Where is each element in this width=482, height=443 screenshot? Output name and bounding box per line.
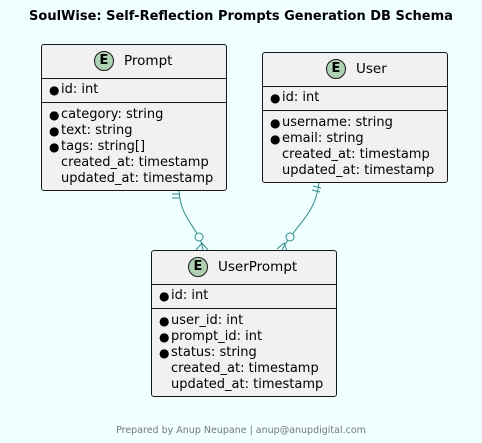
- field-text: created_at: timestamp: [61, 155, 209, 170]
- field: ● tags: string[]: [42, 139, 226, 155]
- entity-userprompt[interactable]: E UserPrompt ● id: int ● user_id: int ● …: [151, 250, 337, 397]
- field-text: created_at: timestamp: [171, 361, 319, 376]
- field-text: email: string: [282, 131, 364, 146]
- entity-badge-icon: E: [326, 59, 346, 79]
- bullet-icon: ●: [270, 132, 281, 146]
- field: ● prompt_id: int: [152, 329, 336, 345]
- bullet-icon: ●: [49, 83, 60, 97]
- bullet-icon: ●: [270, 91, 281, 105]
- bullet-icon: ●: [49, 140, 60, 154]
- field-text: text: string: [61, 123, 133, 138]
- entity-prompt[interactable]: E Prompt ● id: int ● category: string ● …: [41, 44, 227, 191]
- field: updated_at: timestamp: [152, 377, 336, 393]
- entity-badge-icon: E: [188, 257, 208, 277]
- bullet-icon: ●: [159, 346, 170, 360]
- entity-name: UserPrompt: [218, 259, 298, 275]
- field: ● username: string: [263, 115, 447, 131]
- field-text: id: int: [61, 82, 99, 97]
- key-field: ● id: int: [42, 82, 226, 98]
- field-text: id: int: [282, 90, 320, 105]
- field-text: id: int: [171, 288, 209, 303]
- entity-badge-icon: E: [94, 51, 114, 71]
- divider: [152, 308, 336, 309]
- entity-user[interactable]: E User ● id: int ● username: string ● em…: [262, 52, 448, 183]
- bullet-icon: ●: [159, 289, 170, 303]
- footer-credit: Prepared by Anup Neupane | anup@anupdigi…: [116, 425, 366, 436]
- field-text: updated_at: timestamp: [282, 163, 435, 178]
- bullet-icon: ●: [270, 116, 281, 130]
- field: updated_at: timestamp: [263, 163, 447, 179]
- field-text: created_at: timestamp: [282, 147, 430, 162]
- bullet-icon: ●: [159, 314, 170, 328]
- field-text: prompt_id: int: [171, 329, 263, 344]
- relationship-user-userprompt: [276, 181, 322, 252]
- field: ● user_id: int: [152, 313, 336, 329]
- field-text: status: string: [171, 345, 257, 360]
- bullet-icon: ●: [49, 108, 60, 122]
- diagram-title: SoulWise: Self-Reflection Prompts Genera…: [29, 9, 453, 24]
- entity-name: User: [356, 61, 387, 77]
- field-text: updated_at: timestamp: [61, 171, 214, 186]
- field: created_at: timestamp: [42, 155, 226, 171]
- relationship-prompt-userprompt: [172, 189, 209, 251]
- field: ● text: string: [42, 123, 226, 139]
- entity-header: E UserPrompt: [152, 251, 336, 285]
- divider: [263, 110, 447, 111]
- field-text: category: string: [61, 107, 164, 122]
- field: ● email: string: [263, 131, 447, 147]
- bullet-icon: ●: [49, 124, 60, 138]
- field: updated_at: timestamp: [42, 171, 226, 187]
- entity-header: E Prompt: [42, 45, 226, 79]
- entity-name: Prompt: [124, 53, 173, 69]
- field: ● status: string: [152, 345, 336, 361]
- key-field: ● id: int: [152, 288, 336, 304]
- field-text: username: string: [282, 115, 393, 130]
- bullet-icon: ●: [159, 330, 170, 344]
- field-text: updated_at: timestamp: [171, 377, 324, 392]
- field-text: user_id: int: [171, 313, 244, 328]
- key-field: ● id: int: [263, 90, 447, 106]
- field: created_at: timestamp: [263, 147, 447, 163]
- field-text: tags: string[]: [61, 139, 146, 154]
- field: created_at: timestamp: [152, 361, 336, 377]
- divider: [42, 102, 226, 103]
- field: ● category: string: [42, 107, 226, 123]
- entity-header: E User: [263, 53, 447, 87]
